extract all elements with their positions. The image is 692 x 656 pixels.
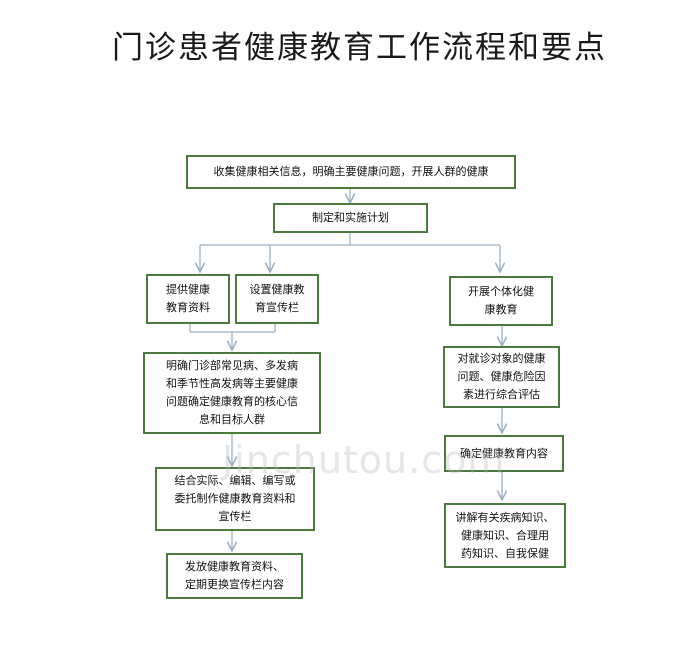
clarify-line: 明确门诊部常见病、多发病 bbox=[166, 359, 298, 372]
individual-line: 开展个体化健 bbox=[468, 285, 534, 298]
produce-line: 委托制作健康教育资料和 bbox=[174, 492, 296, 505]
board-line: 育宣传栏 bbox=[255, 301, 299, 314]
produce-materials-box: 结合实际、编辑、编写或 委托制作健康教育资料和 宣传栏 bbox=[155, 467, 315, 531]
collect-info-text: 收集健康相关信息，明确主要健康问题，开展人群的健康 bbox=[213, 165, 489, 178]
plan-box: 制定和实施计划 bbox=[273, 203, 428, 233]
collect-info-box: 收集健康相关信息，明确主要健康问题，开展人群的健康 bbox=[186, 155, 516, 189]
produce-line: 宣传栏 bbox=[218, 510, 252, 523]
materials-line: 提供健康 bbox=[166, 283, 210, 296]
board-box: 设置健康教 育宣传栏 bbox=[235, 274, 319, 324]
explain-line: 药知识、自我保健 bbox=[461, 546, 549, 560]
produce-line: 结合实际、编辑、编写或 bbox=[174, 474, 296, 487]
watermark: Jinchutou.com bbox=[222, 438, 506, 482]
clarify-line: 息和目标人群 bbox=[199, 413, 265, 426]
assess-line: 问题、健康危险因 bbox=[457, 370, 546, 383]
distribute-box: 发放健康教育资料、 定期更换宣传栏内容 bbox=[166, 553, 303, 599]
clarify-problems-box: 明确门诊部常见病、多发病 和季节性高发病等主要健康 问题确定健康教育的核心信 息… bbox=[143, 352, 321, 434]
assess-line: 对就诊对象的健康 bbox=[457, 352, 546, 365]
assess-line: 素进行综合评估 bbox=[463, 388, 540, 401]
individual-education-box: 开展个体化健 康教育 bbox=[449, 276, 553, 326]
assessment-box: 对就诊对象的健康 问题、健康危险因 素进行综合评估 bbox=[443, 346, 560, 408]
page-title: 门诊患者健康教育工作流程和要点 bbox=[112, 30, 607, 66]
clarify-line: 和季节性高发病等主要健康 bbox=[166, 377, 298, 390]
materials-box: 提供健康 教育资料 bbox=[146, 274, 230, 324]
plan-text: 制定和实施计划 bbox=[312, 211, 389, 224]
explain-line: 健康知识、合理用 bbox=[461, 528, 549, 542]
clarify-line: 问题确定健康教育的核心信 bbox=[166, 395, 298, 408]
individual-line: 康教育 bbox=[484, 303, 518, 316]
content-text: 确定健康教育内容 bbox=[460, 446, 548, 460]
board-line: 设置健康教 bbox=[249, 283, 305, 296]
explain-line: 讲解有关疾病知识、 bbox=[455, 510, 555, 524]
materials-line: 教育资料 bbox=[166, 301, 210, 314]
content-box: 确定健康教育内容 bbox=[444, 435, 564, 472]
explain-knowledge-box: 讲解有关疾病知识、 健康知识、合理用 药知识、自我保健 bbox=[444, 503, 566, 568]
distribute-line: 发放健康教育资料、 bbox=[185, 560, 284, 573]
distribute-line: 定期更换宣传栏内容 bbox=[185, 578, 284, 591]
